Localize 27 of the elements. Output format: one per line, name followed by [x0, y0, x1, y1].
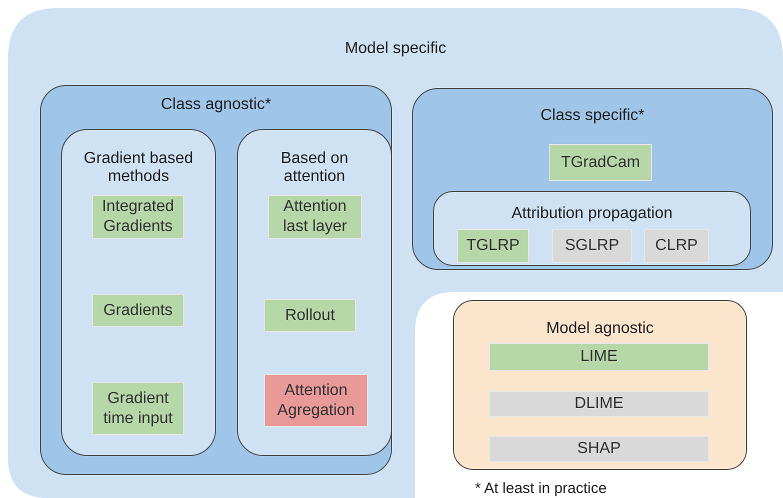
- group-box: [237, 129, 392, 456]
- method-box: TGradCam: [549, 144, 652, 181]
- group-box: [61, 129, 216, 456]
- group-title: Model agnostic: [546, 320, 654, 338]
- method-box: SGLRP: [552, 229, 632, 263]
- group-box: [40, 85, 392, 475]
- group-title: Class specific*: [540, 107, 645, 125]
- footnote: * At least in practice: [475, 480, 607, 497]
- group-title: Gradient based methods: [82, 150, 194, 186]
- method-box: LIME: [489, 343, 709, 371]
- method-box: Integrated Gradients: [92, 195, 184, 239]
- group-title: Model specific: [344, 40, 446, 58]
- method-box: SHAP: [489, 436, 709, 462]
- group-box: [433, 191, 751, 266]
- method-box: DLIME: [489, 391, 709, 417]
- method-box: Gradient time input: [92, 382, 184, 435]
- group-box: [453, 300, 747, 470]
- method-box: Rollout: [264, 299, 356, 332]
- group-title: Class agnostic*: [160, 96, 272, 114]
- group-title: Based on attention: [280, 150, 350, 186]
- method-box: Attention last layer: [268, 195, 362, 239]
- method-box: Gradients: [92, 294, 184, 327]
- method-box: CLRP: [644, 229, 709, 263]
- method-box: Attention Agregation: [264, 374, 368, 427]
- group-title: Attribution propagation: [512, 205, 672, 223]
- method-box: TGLRP: [457, 229, 529, 263]
- group-box: [412, 88, 773, 270]
